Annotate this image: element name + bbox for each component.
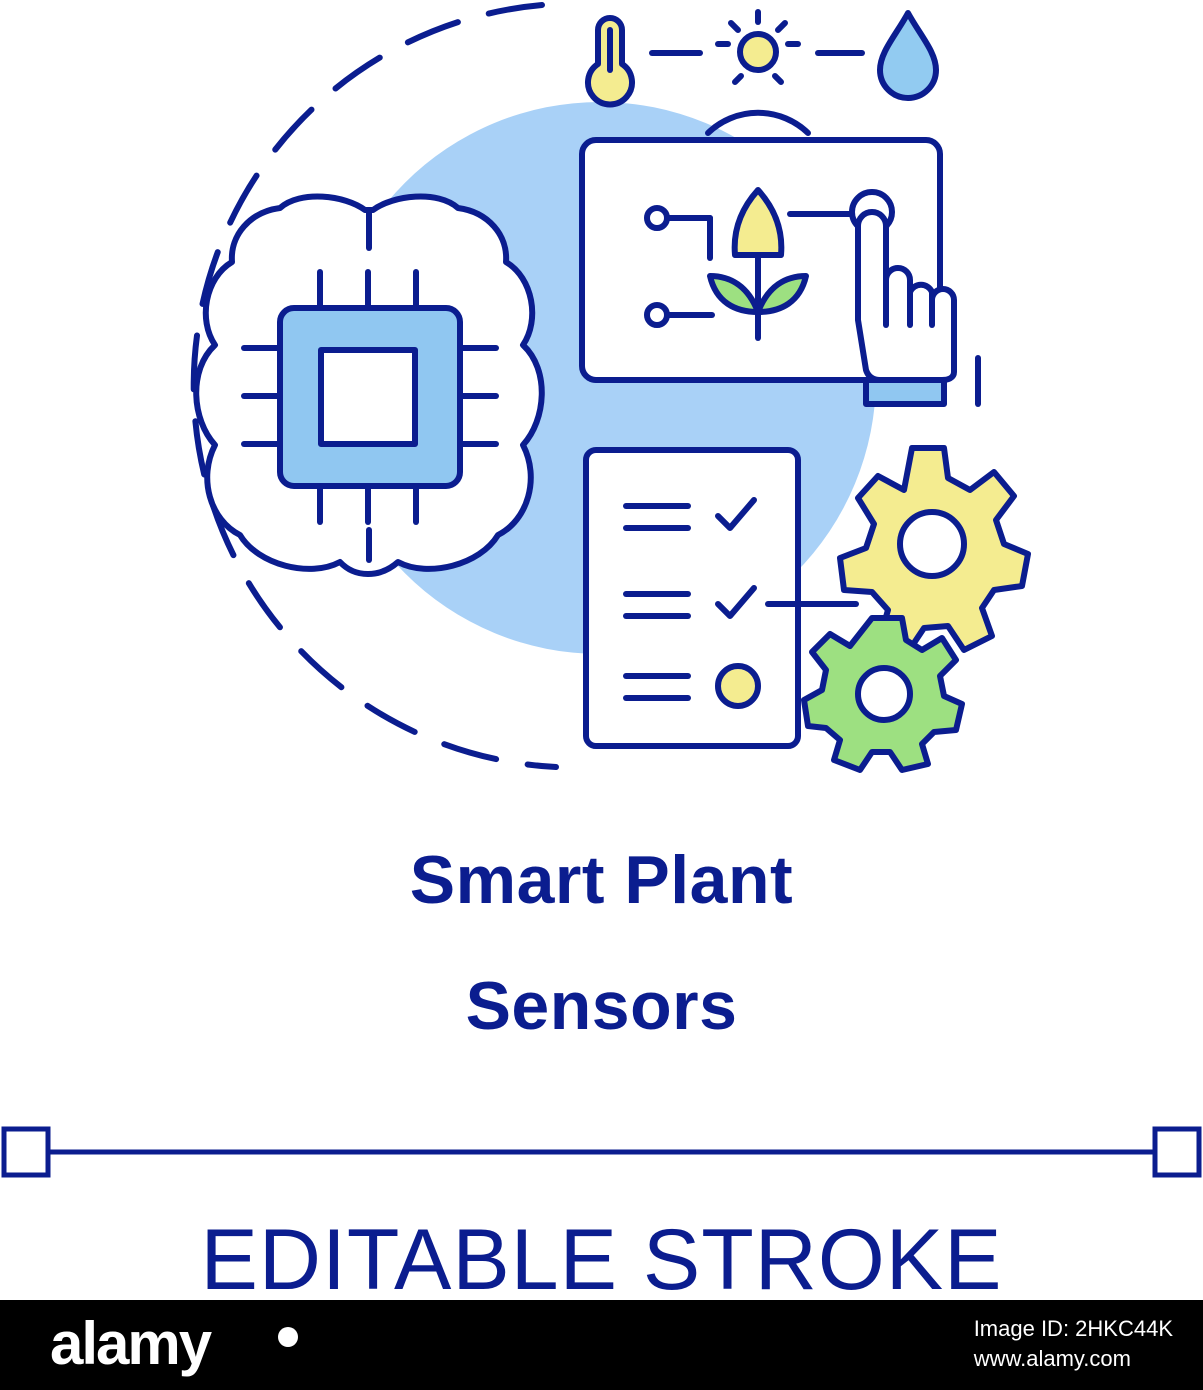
editable-stroke-label: EDITABLE STROKE — [200, 1212, 1003, 1308]
editable-stroke-guide — [1, 1126, 1202, 1178]
plant-icon — [707, 187, 809, 341]
thermometer-icon — [585, 15, 635, 108]
dashed-orbit-arc — [190, 2, 559, 770]
alamy-logo: alamy — [50, 1310, 212, 1377]
concept-title-line-1: Smart Plant — [409, 842, 794, 918]
logo-dot — [278, 1327, 298, 1347]
stroke-guide-handle-left — [1, 1126, 51, 1178]
smart-plant-sensors-illustration — [190, 2, 1031, 773]
image-id-label: Image ID: 2HKC44K — [973, 1316, 1173, 1341]
concept-title-line-2: Sensors — [465, 968, 738, 1044]
gear-icon — [801, 615, 965, 773]
pointing-hand-icon — [849, 189, 957, 407]
banner-url: www.alamy.com — [973, 1346, 1131, 1371]
banner-info: Image ID: 2HKC44K www.alamy.com — [974, 1314, 1173, 1374]
gear-icon — [837, 445, 1031, 655]
circuit-lines — [644, 205, 863, 328]
microchip-icon — [241, 269, 499, 525]
checklist-icon — [583, 447, 801, 749]
water-drop-icon — [877, 10, 939, 101]
stock-banner: alamy Image ID: 2HKC44K www.alamy.com — [0, 1300, 1203, 1390]
sun-icon — [715, 9, 801, 85]
stroke-guide-handle-right — [1152, 1126, 1202, 1178]
